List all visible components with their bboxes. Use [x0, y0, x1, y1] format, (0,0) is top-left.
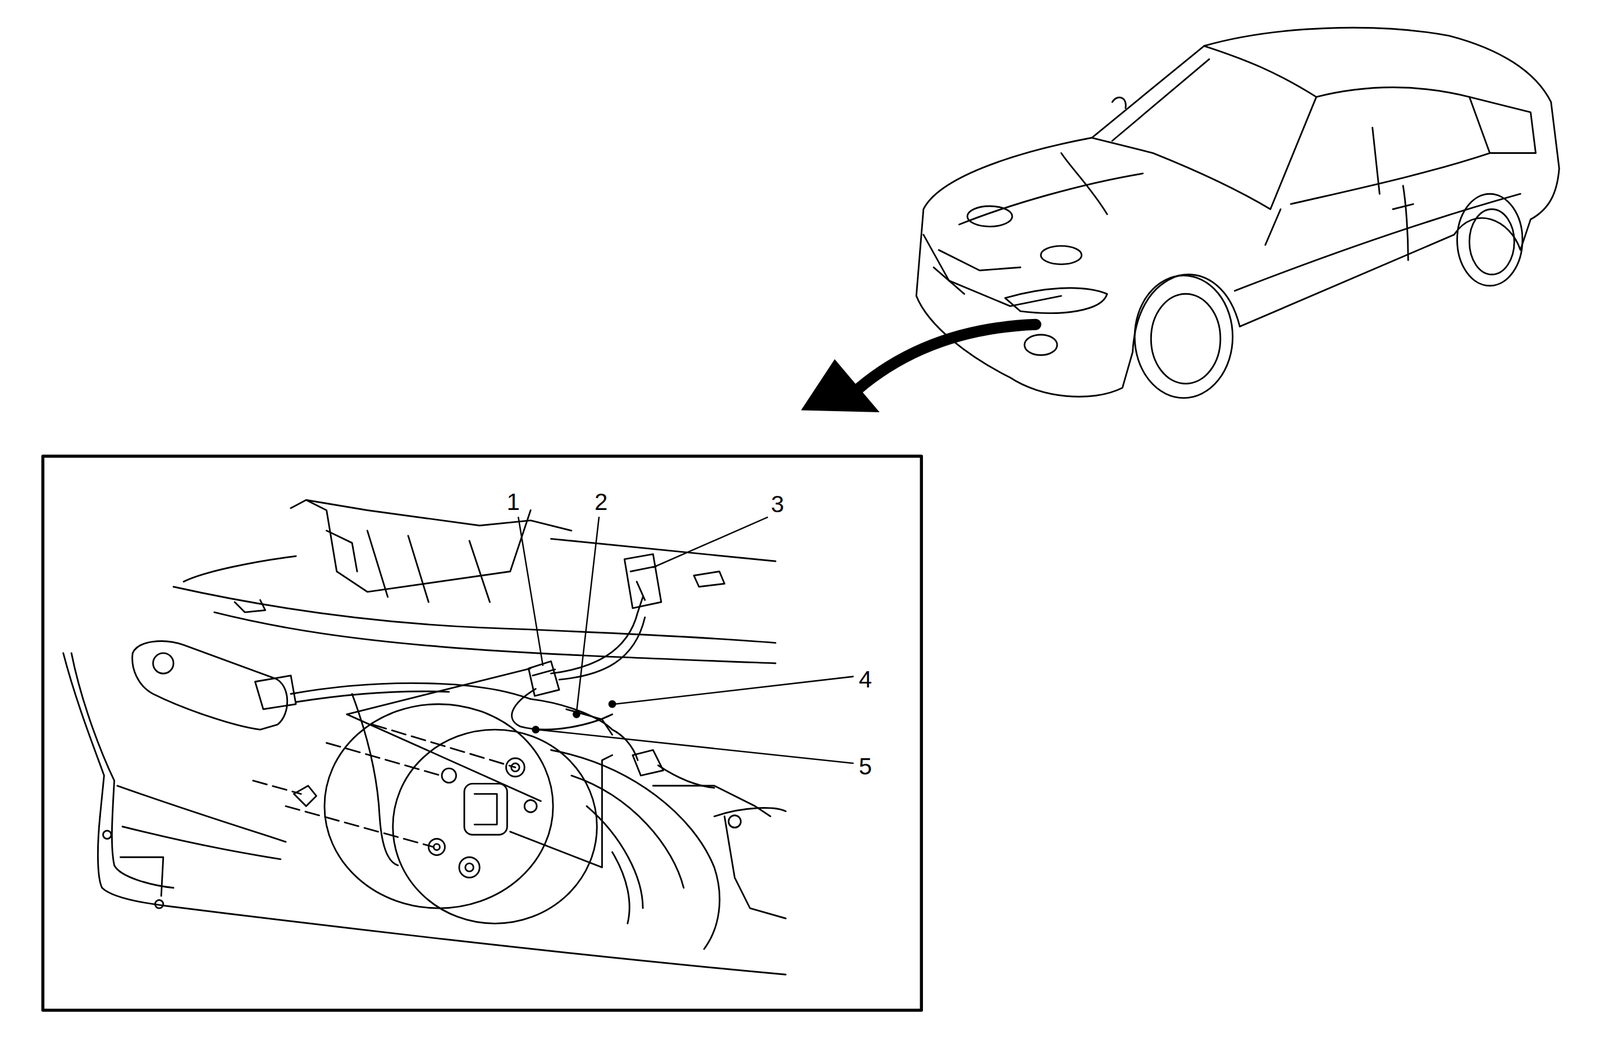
callout-number: 1 — [506, 490, 520, 514]
view-arrowhead — [801, 359, 880, 413]
callout-number: 4 — [858, 667, 872, 692]
callout-number: 5 — [858, 754, 872, 779]
car-overview — [916, 27, 1560, 398]
leader-lines — [518, 517, 853, 763]
callout-number: 3 — [770, 492, 784, 516]
callout-number: 2 — [594, 490, 608, 514]
headlamp-area-detail — [63, 499, 786, 975]
inset-frame — [42, 455, 922, 1010]
view-arrow — [857, 324, 1036, 390]
